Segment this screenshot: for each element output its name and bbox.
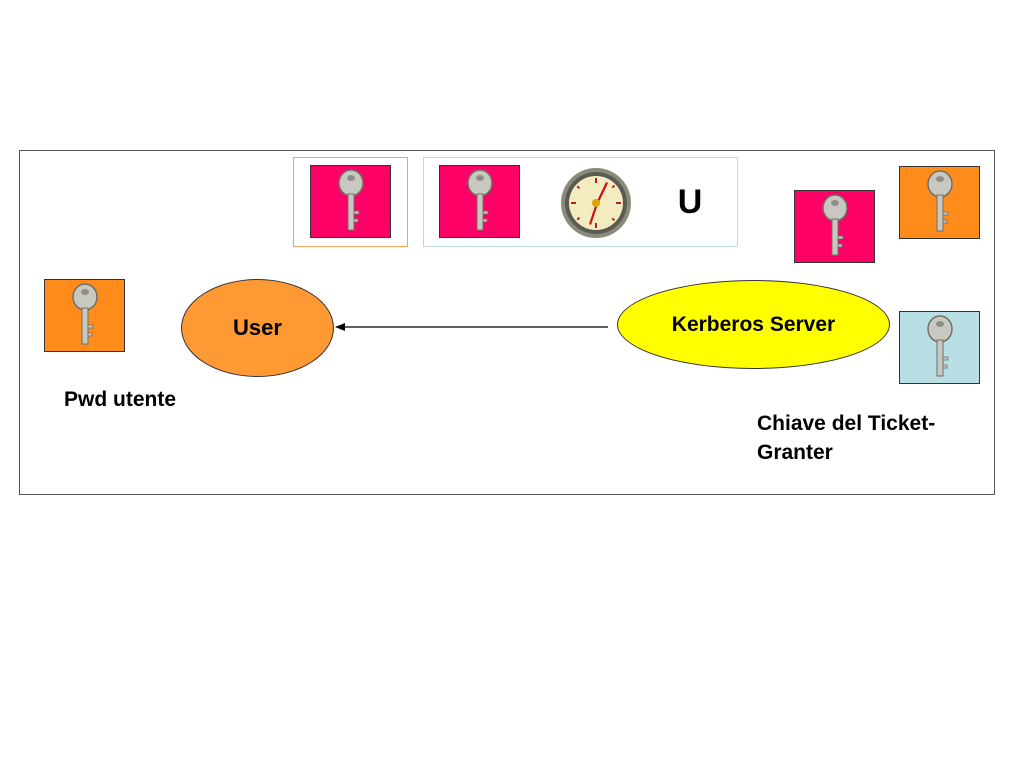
key-icon [71,282,98,345]
key-icon [926,314,953,377]
user-label: User [233,315,282,340]
tgs-key-tile [899,311,980,384]
server-user-key-tile [899,166,980,239]
ticket-owner-label: U [677,183,703,221]
key-icon [821,193,848,256]
user-password-key-tile [44,279,125,352]
server-session-key-tile [794,190,875,263]
key-icon [926,169,953,232]
session-key-tile [310,165,391,238]
user-node: User [181,279,334,377]
ticket-session-key-tile [439,165,520,238]
server-label: Kerberos Server [671,312,836,336]
clock-icon [559,166,633,240]
session-key-box [293,157,408,247]
key-icon [337,168,364,231]
key-icon [466,168,493,231]
ticket-granting-ticket-box [423,157,738,247]
kerberos-server-node: Kerberos Server [617,280,890,369]
tgs-key-caption: Chiave del Ticket-Granter [757,412,936,464]
user-password-caption: Pwd utente [64,388,177,411]
